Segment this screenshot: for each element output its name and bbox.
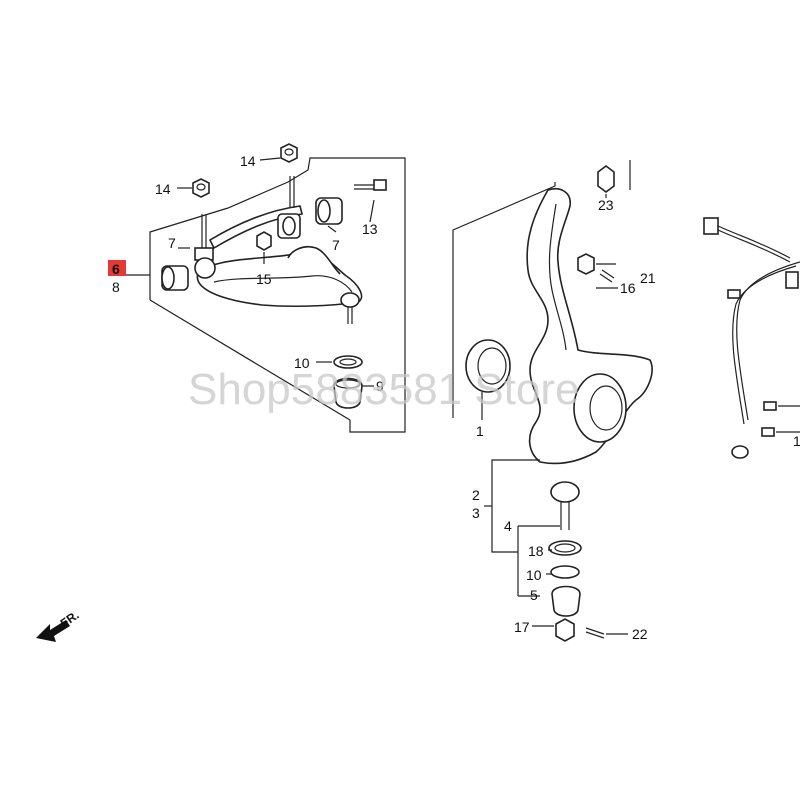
- callout-23: 23: [598, 197, 614, 213]
- pin-22: [585, 627, 605, 639]
- callout-16: 16: [620, 280, 636, 296]
- ring-10-lower: [550, 565, 580, 579]
- upper-arm-frame: [125, 157, 406, 433]
- nut-14-left: [192, 178, 210, 198]
- nut-17: [555, 618, 575, 642]
- ring-10-upper: [333, 355, 363, 369]
- boot-5: [551, 585, 581, 617]
- callout-7-right: 7: [332, 237, 340, 253]
- bushing-7-right: [277, 197, 343, 239]
- front-arrow-icon: [36, 620, 70, 642]
- ball-joint-4: [550, 481, 580, 530]
- callout-13: 13: [362, 221, 378, 237]
- callout-7-left: 7: [168, 235, 176, 251]
- callout-17: 17: [514, 619, 530, 635]
- dust-seal-1: [465, 339, 511, 393]
- callout-21: 21: [640, 270, 656, 286]
- callout-1-right-bottom: 1: [793, 433, 800, 449]
- front-direction-indicator: FR.: [36, 608, 82, 642]
- callout-9: 9: [376, 378, 384, 394]
- callout-18: 18: [528, 543, 544, 559]
- callout-5: 5: [530, 587, 538, 603]
- pin-21: [599, 269, 615, 283]
- ring-18: [548, 540, 582, 556]
- callout-6: 6: [112, 261, 120, 277]
- callout-4: 4: [504, 518, 512, 534]
- abs-sensor-harness: [703, 217, 800, 459]
- callout-15: 15: [256, 271, 272, 287]
- watermark: Shop5883581 Store: [188, 365, 579, 414]
- bolt-13: [354, 179, 387, 191]
- callout-14-left: 14: [155, 181, 171, 197]
- callout-2: 2: [472, 487, 480, 503]
- callout-14-top: 14: [240, 153, 256, 169]
- boot-9-upper: [333, 377, 363, 409]
- upper-ball-joint-stud: [340, 292, 360, 324]
- callout-1: 1: [476, 423, 484, 439]
- knuckle-frame: [452, 160, 631, 418]
- lower-group-frame: [484, 459, 560, 597]
- nut-15: [256, 231, 272, 251]
- callout-10-lower: 10: [526, 567, 542, 583]
- upper-control-arm: [196, 245, 363, 308]
- callout-3: 3: [472, 505, 480, 521]
- highlight-box: [108, 260, 126, 276]
- callout-22: 22: [632, 626, 648, 642]
- bushing-6-8: [161, 265, 189, 291]
- nut-16: [577, 253, 595, 275]
- leader-lines: [177, 157, 628, 635]
- steering-knuckle: [526, 188, 653, 465]
- callout-8: 8: [112, 279, 120, 295]
- nut-23: [597, 165, 615, 193]
- callout-10-upper: 10: [294, 355, 310, 371]
- nut-14-top: [280, 143, 298, 163]
- upper-bolt-left: [194, 214, 216, 279]
